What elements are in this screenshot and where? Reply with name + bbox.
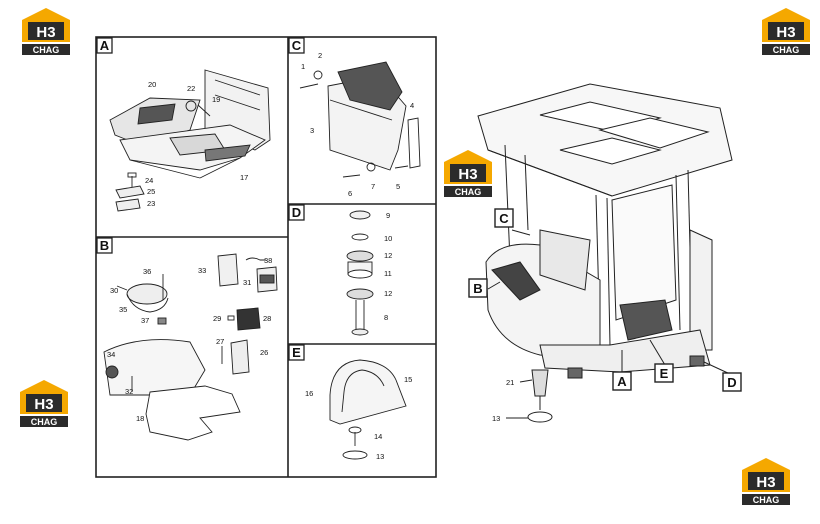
svg-text:H3: H3 — [458, 166, 477, 183]
section-d-label: D — [292, 205, 301, 220]
part-label-6: 6 — [348, 189, 352, 198]
svg-text:H3: H3 — [36, 24, 55, 41]
part-label-38: 38 — [264, 256, 272, 265]
part-label-18: 18 — [136, 414, 144, 423]
brand-logo-top-left: H3 CHAG — [18, 6, 74, 56]
callout-e-box — [654, 363, 674, 383]
part-label-11: 11 — [384, 269, 392, 278]
part-label-20: 20 — [148, 80, 156, 89]
part-label-36: 36 — [143, 267, 151, 276]
svg-text:H3: H3 — [34, 396, 53, 413]
callout-c-label: C — [499, 211, 509, 226]
section-b-label: B — [100, 238, 109, 253]
part-label-37: 37 — [141, 316, 149, 325]
part-label-10: 10 — [384, 234, 392, 243]
svg-text:CHAG: CHAG — [31, 417, 58, 427]
panel-c-drawing — [299, 61, 421, 178]
section-a-box — [96, 37, 113, 54]
section-b-box — [96, 237, 113, 254]
part-label-14: 14 — [374, 432, 382, 441]
part-label-32: 32 — [125, 387, 133, 396]
callout-a-label: A — [617, 374, 627, 389]
brand-logo-center: H3 CHAG — [440, 148, 496, 198]
panel-a-drawing — [109, 69, 271, 212]
brand-logo-bottom-left: H3 CHAG — [16, 378, 72, 428]
part-label-27: 27 — [216, 337, 224, 346]
part-label-29: 29 — [213, 314, 221, 323]
brand-logo-top-right: H3 CHAG — [758, 6, 814, 56]
svg-text:CHAG: CHAG — [773, 45, 800, 55]
section-e-label: E — [292, 345, 301, 360]
panel-b-drawing — [103, 253, 278, 441]
part-label-12-lower: 12 — [384, 289, 392, 298]
part-label-22: 22 — [187, 84, 195, 93]
part-label-31: 31 — [243, 278, 251, 287]
part-label-1: 1 — [301, 62, 305, 71]
part-label-15: 15 — [404, 375, 412, 384]
section-e-box — [288, 344, 305, 361]
callout-a-box — [612, 371, 632, 391]
svg-text:H3: H3 — [756, 474, 775, 491]
part-label-17: 17 — [240, 173, 248, 182]
part-label-16: 16 — [305, 389, 313, 398]
svg-text:CHAG: CHAG — [33, 45, 60, 55]
part-label-9: 9 — [386, 211, 390, 220]
part-label-23: 23 — [147, 199, 155, 208]
part-label-35: 35 — [119, 305, 127, 314]
part-label-4: 4 — [410, 101, 414, 110]
callout-b-label: B — [473, 281, 482, 296]
svg-text:H3: H3 — [776, 24, 795, 41]
section-c-label: C — [292, 38, 302, 53]
svg-text:CHAG: CHAG — [753, 495, 780, 505]
callout-b-box — [468, 278, 488, 298]
forklift-cab-drawing — [477, 83, 733, 423]
part-label-24: 24 — [145, 176, 153, 185]
callout-d-label: D — [727, 375, 736, 390]
part-label-12-upper: 12 — [384, 251, 392, 260]
panel-e-drawing — [329, 359, 407, 460]
part-label-34: 34 — [107, 350, 115, 359]
part-label-25: 25 — [147, 187, 155, 196]
panel-d-drawing — [346, 210, 374, 336]
part-label-26: 26 — [260, 348, 268, 357]
part-label-28: 28 — [263, 314, 271, 323]
section-a-label: A — [100, 38, 110, 53]
section-d-box — [288, 204, 305, 221]
part-label-33: 33 — [198, 266, 206, 275]
brand-logo-bottom-right: H3 CHAG — [738, 456, 794, 506]
svg-text:CHAG: CHAG — [455, 187, 482, 197]
callout-d-box — [722, 372, 742, 392]
part-label-2: 2 — [318, 51, 322, 60]
part-label-5: 5 — [396, 182, 400, 191]
part-label-8: 8 — [384, 313, 388, 322]
part-label-13-main: 13 — [492, 414, 500, 423]
part-label-30: 30 — [110, 286, 118, 295]
callout-c-box — [494, 208, 514, 228]
panel-frame — [95, 36, 437, 478]
callout-e-label: E — [660, 366, 669, 381]
part-label-3: 3 — [310, 126, 314, 135]
part-label-13-e: 13 — [376, 452, 384, 461]
section-c-box — [288, 37, 305, 54]
part-label-7: 7 — [371, 182, 375, 191]
part-label-19: 19 — [212, 95, 220, 104]
part-label-21: 21 — [506, 378, 514, 387]
